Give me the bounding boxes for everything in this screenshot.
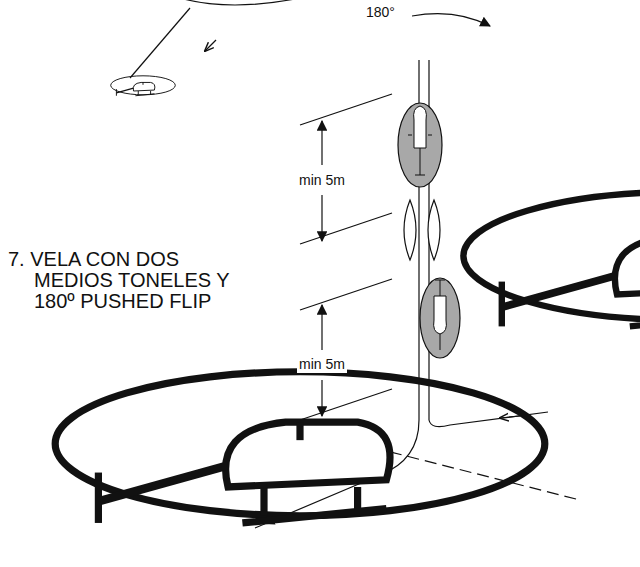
dimension-label: min 5m — [297, 171, 347, 189]
rotation-angle: 180° — [366, 4, 395, 20]
dimension-label: min 5m — [297, 355, 347, 373]
maneuver-title: 7. VELA CON DOS MEDIOS TONELES Y 180º PU… — [8, 249, 249, 312]
